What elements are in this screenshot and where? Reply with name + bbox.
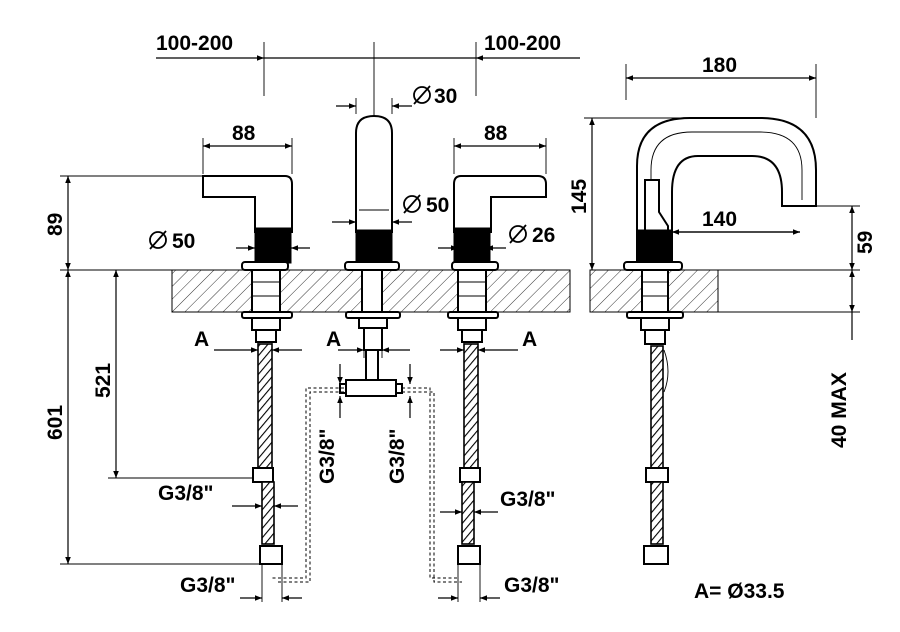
dimension-lines bbox=[60, 42, 860, 602]
left-valve bbox=[202, 175, 293, 565]
label-a-right: A bbox=[522, 328, 537, 351]
label-a-center: A bbox=[326, 328, 341, 351]
thread-left-upper: G3/8" bbox=[158, 482, 213, 505]
dim-body-diameter-left-value: 50 bbox=[172, 230, 195, 253]
right-valve bbox=[447, 175, 547, 565]
hidden-hose-left bbox=[272, 387, 344, 583]
legend-a-diameter: A= Ø33.5 bbox=[694, 580, 785, 603]
dim-body-diameter-right-value: 26 bbox=[532, 224, 555, 247]
dim-side-height: 145 bbox=[568, 179, 591, 214]
dim-body-diameter-right: 26 bbox=[509, 224, 555, 247]
dim-connection-depth: 521 bbox=[92, 363, 115, 398]
dim-spacing-right: 100-200 bbox=[484, 32, 561, 55]
thread-center-left: G3/8" bbox=[316, 429, 339, 484]
thread-right-lower: G3/8" bbox=[504, 574, 559, 597]
dim-spout-diameter: 30 bbox=[413, 85, 457, 108]
dim-side-spout-height: 59 bbox=[854, 231, 877, 254]
dim-spout-body-diameter-value: 50 bbox=[426, 194, 449, 217]
dim-total-depth: 601 bbox=[44, 405, 67, 440]
dim-handle-width-left: 88 bbox=[232, 122, 256, 145]
dim-handle-height: 89 bbox=[44, 213, 67, 236]
dim-body-diameter-left: 50 bbox=[149, 230, 195, 253]
dim-handle-width-right: 88 bbox=[484, 122, 508, 145]
dim-side-reach: 180 bbox=[702, 54, 737, 77]
thread-right-upper: G3/8" bbox=[500, 488, 555, 511]
side-view-mixer bbox=[623, 117, 817, 565]
dim-spout-diameter-value: 30 bbox=[434, 85, 457, 108]
thread-center-right: G3/8" bbox=[386, 429, 409, 484]
label-a-left: A bbox=[194, 328, 209, 351]
dim-max-thickness: 40 MAX bbox=[828, 372, 851, 448]
dim-spout-body-diameter: 50 bbox=[403, 194, 449, 217]
hidden-hose-right bbox=[402, 387, 462, 583]
thread-left-lower: G3/8" bbox=[180, 574, 235, 597]
center-spout bbox=[339, 114, 403, 397]
dim-side-spout-reach: 140 bbox=[702, 208, 737, 231]
dim-spacing-left: 100-200 bbox=[156, 32, 233, 55]
